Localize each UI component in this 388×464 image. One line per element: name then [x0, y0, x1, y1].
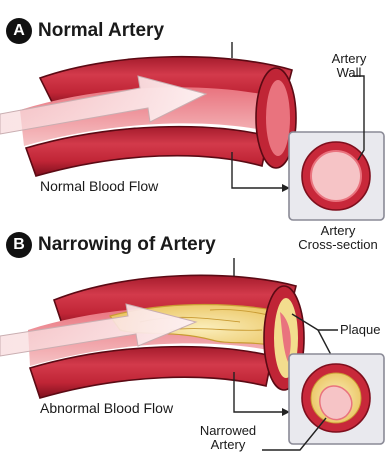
narrowing-of-artery-title: Narrowing of Artery [38, 234, 216, 256]
normal-cross-section-lumen [311, 151, 361, 201]
section-b-badge: B [6, 232, 32, 258]
narrowed-artery-label: Narrowed Artery [196, 424, 260, 452]
artery-wall-label: Artery Wall [318, 52, 380, 80]
abnormal-blood-flow-label: Abnormal Blood Flow [40, 400, 173, 416]
plaque-label: Plaque [340, 323, 380, 337]
artery-cross-section-label: Artery Cross-section [290, 224, 386, 252]
narrowed-cross-section-lumen [320, 386, 352, 420]
normal-artery-title: Normal Artery [38, 20, 164, 42]
section-a-badge: A [6, 18, 32, 44]
normal-cross-section-box [289, 76, 384, 220]
normal-blood-flow-label: Normal Blood Flow [40, 178, 158, 194]
normal-artery-illustration [0, 42, 296, 192]
